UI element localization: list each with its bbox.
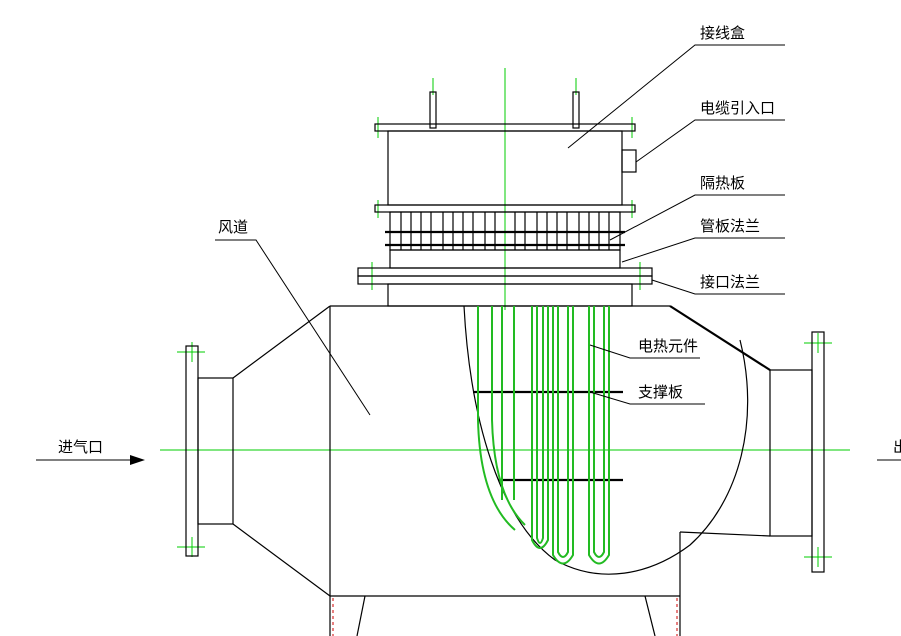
outlet-cone-top <box>669 305 771 371</box>
leader-lines <box>215 44 785 416</box>
inlet-neck <box>197 377 234 525</box>
inlet-cone-bottom <box>232 523 331 597</box>
flange-neck <box>387 283 633 307</box>
leader-air-duct <box>215 239 371 416</box>
leader-insulation-board <box>609 194 785 241</box>
cutaway-outline <box>463 305 749 575</box>
label-interface-flange: 接口法兰 <box>700 273 760 291</box>
label-insulation-board: 隔热板 <box>700 174 745 192</box>
hidden-lines <box>332 598 678 636</box>
right-lifting-lug <box>572 91 580 129</box>
leader-cable-entry <box>635 119 785 163</box>
cutaway-section <box>463 305 749 575</box>
label-cable-entry: 电缆引入口 <box>700 99 775 117</box>
outlet-cone-bottom <box>679 531 771 537</box>
outlet-neck <box>769 369 813 537</box>
junction-box-assembly <box>357 91 653 307</box>
label-junction-box: 接线盒 <box>700 24 745 42</box>
leader-heating-element <box>589 344 700 359</box>
inlet-flange <box>185 345 199 557</box>
leader-interface-flange <box>651 279 785 295</box>
label-air-outlet-cut: 出 <box>893 438 901 456</box>
air-duct-body <box>185 305 825 636</box>
cable-entry-stub <box>621 149 637 173</box>
leader-support-plate <box>589 391 705 405</box>
label-air-duct: 风道 <box>218 218 248 236</box>
inlet-arrow <box>36 455 145 465</box>
outlet-flange <box>811 331 825 573</box>
leader-junction-box <box>567 44 785 149</box>
leader-tube-plate-flange <box>621 237 785 263</box>
heating-elements <box>477 306 610 565</box>
label-heating-element: 电热元件 <box>638 337 698 355</box>
label-tube-plate-flange: 管板法兰 <box>700 217 760 235</box>
label-air-inlet: 进气口 <box>58 438 103 456</box>
label-support-plate: 支撑板 <box>638 383 683 401</box>
left-lifting-lug <box>429 91 437 129</box>
inlet-cone-top <box>232 305 331 379</box>
